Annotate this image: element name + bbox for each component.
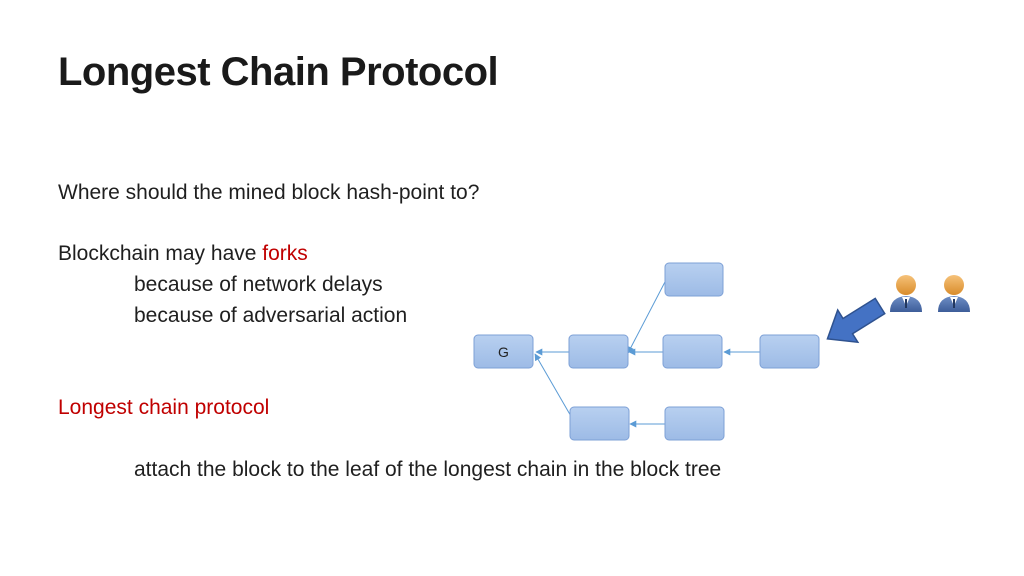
edges — [534, 279, 760, 428]
block-main-2 — [662, 334, 723, 369]
block-main-3 — [759, 334, 820, 369]
block-fork-lower-2 — [664, 406, 725, 441]
blocks — [473, 262, 820, 441]
block-main-1 — [568, 334, 629, 369]
question-text: Where should the mined block hash-point … — [58, 181, 480, 204]
protocol-name: Longest chain protocol — [58, 396, 270, 419]
reason-network: because of network delays — [134, 273, 383, 296]
protocol-rule: attach the block to the leaf of the long… — [134, 458, 722, 481]
miner-person-icon — [890, 275, 922, 312]
forks-word: forks — [262, 242, 308, 265]
genesis-label: G — [498, 344, 509, 360]
big-arrow-icon — [826, 297, 886, 344]
block-fork-upper — [664, 262, 724, 297]
edge-up-to-b1 — [627, 279, 667, 354]
edge-low1-to-g — [534, 353, 573, 419]
miner-person-icon — [938, 275, 970, 312]
block-fork-lower-1 — [569, 406, 630, 441]
genesis-block — [473, 334, 534, 369]
page-title: Longest Chain Protocol — [58, 50, 499, 94]
forks-line: Blockchain may have forks — [58, 242, 308, 266]
reason-adversarial: because of adversarial action — [134, 304, 408, 327]
forks-prefix: Blockchain may have — [58, 242, 263, 265]
